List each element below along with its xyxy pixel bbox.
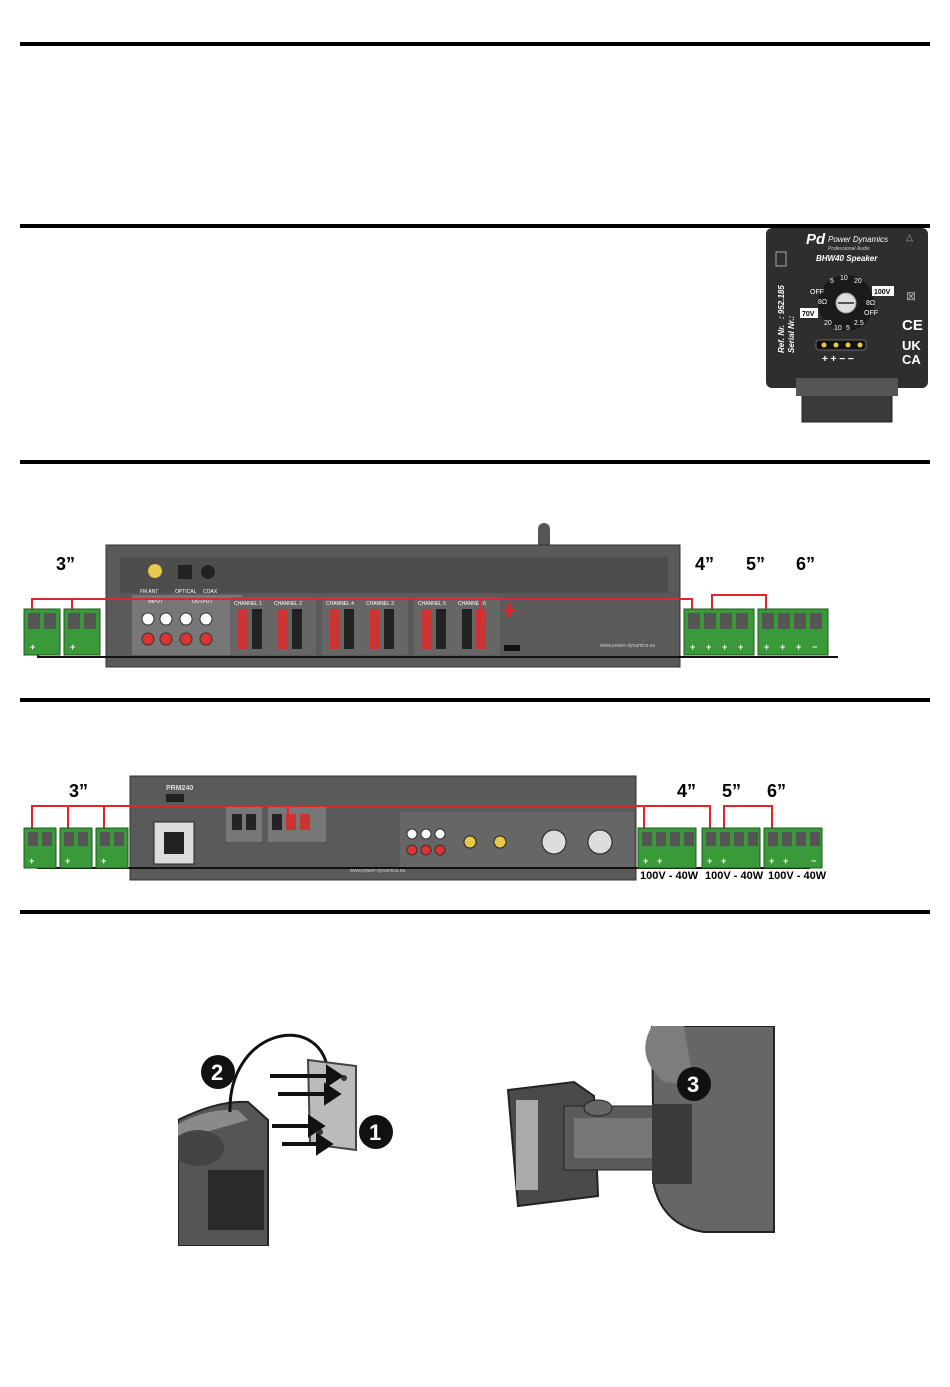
brand-tagline: Professional Audio [828, 246, 870, 252]
section-divider-1 [20, 42, 930, 46]
dial-label-70v: 70V [802, 311, 815, 318]
terminal-block-3 [23, 608, 101, 656]
terminal-sign: + [783, 856, 788, 866]
section-divider-3 [20, 460, 930, 464]
dial-label: 20 [854, 278, 862, 285]
terminal-sign: + [65, 856, 70, 866]
polarity-label: + + − − [822, 354, 854, 365]
spec-label-4: 100V - 40W [640, 870, 699, 882]
terminal-block-6 [757, 608, 829, 656]
fm-ant-connector-icon [148, 564, 162, 578]
amp-label: INPUT [148, 599, 163, 605]
terminal-sign: + [769, 856, 774, 866]
step-badge-1 [359, 1115, 393, 1149]
size-label-3: 3” [56, 554, 76, 574]
terminal-blocks-left [23, 827, 129, 869]
terminal-sign: + [30, 642, 35, 652]
spec-label-5: 100V - 40W [705, 870, 764, 882]
amp-label: FM ANT [140, 589, 158, 595]
terminal-sign: + [796, 642, 801, 652]
serial-label: Serial Nr.: [787, 315, 796, 353]
step-number: 1 [369, 1120, 381, 1145]
ukca-mark-ca: CA [902, 352, 921, 367]
section-divider-4 [20, 698, 930, 702]
spec-label-6: 100V - 40W [768, 870, 827, 882]
amp-website: www.power-dynamics.eu [350, 868, 406, 874]
terminal-sign: + [738, 642, 743, 652]
amp-label: CHANNEL 6 [458, 601, 486, 607]
dial-label: 5 [830, 278, 834, 285]
step-badge-2 [201, 1055, 235, 1089]
coax-connector-icon [201, 565, 215, 579]
dial-label: OFF [864, 310, 878, 317]
dial-label: 8Ω [818, 299, 827, 306]
terminal-sign: + [657, 856, 662, 866]
size-label-4: 4” [677, 781, 697, 801]
terminal-sign: + [721, 856, 726, 866]
size-label-6: 6” [767, 781, 787, 801]
terminal-sign: + [643, 856, 648, 866]
terminal-sign: + [29, 856, 34, 866]
weee-bin-icon: ⊠ [906, 289, 916, 303]
ref-label: Ref. Nr. [777, 325, 786, 353]
size-label-5: 5” [722, 781, 742, 801]
terminal-sign: + [706, 642, 711, 652]
dial-label: 10 [840, 275, 848, 282]
terminal-sign: + [722, 642, 727, 652]
terminal-sign: − [812, 642, 817, 652]
terminal-sign: − [811, 856, 816, 866]
dial-label: 2.5 [854, 320, 864, 327]
plus-sign-icon: + [502, 595, 517, 625]
size-label-5: 5” [746, 554, 766, 574]
terminal-block-4-5 [683, 608, 755, 656]
ref-value: : 952.185 [777, 285, 786, 319]
terminal-sign: + [707, 856, 712, 866]
terminal-sign: + [780, 642, 785, 652]
amp-label: CHANNEL 4 [326, 601, 354, 607]
amp-model-label: PRM240 [166, 785, 193, 792]
size-label-6: 6” [796, 554, 816, 574]
manual-icon [775, 251, 787, 267]
ukca-mark-uk: UK [902, 338, 921, 353]
amp-label: CHANNEL 2 [274, 601, 302, 607]
speaker-label-panel: Pd Power Dynamics Professional Audio BHW… [766, 228, 928, 423]
wiring-diagram-2: PRM240 www.power-dynamics.eu + [23, 775, 823, 881]
amp-label: OUTPUT [192, 599, 213, 605]
amp-label: OPTICAL [175, 589, 197, 595]
amp-label: COAX [203, 589, 218, 595]
mounting-illustration-speaker: 3 [506, 1026, 775, 1233]
size-label-3: 3” [69, 781, 89, 801]
triangle-mark-icon: △ [906, 232, 913, 242]
dial-label: 10 [834, 325, 842, 332]
dial-label: 20 [824, 320, 832, 327]
terminal-sign: + [101, 856, 106, 866]
amp-label: CHANNEL 1 [234, 601, 262, 607]
step-badge-3 [677, 1067, 711, 1101]
amp-website: www.power-dynamics.eu [600, 643, 656, 649]
section-divider-2 [20, 224, 930, 228]
brand-logo-icon: Pd [806, 231, 826, 248]
mounting-illustration-bracket: 2 1 [178, 1033, 393, 1246]
brand-name: Power Dynamics [828, 235, 888, 244]
amp-label: CHANNEL 3 [366, 601, 394, 607]
step-number: 2 [211, 1060, 223, 1085]
terminal-sign: + [764, 642, 769, 652]
section-divider-5 [20, 910, 930, 914]
dial-label: OFF [810, 289, 824, 296]
wiring-diagram-1: FM ANT OPTICAL COAX INPUT OUTPUT CHANNEL… [23, 523, 838, 668]
terminal-sign: + [70, 642, 75, 652]
terminal-sign: + [690, 642, 695, 652]
terminal-blocks-right [637, 827, 823, 869]
amp-label: CHANNEL 5 [418, 601, 446, 607]
dial-label: 5 [846, 325, 850, 332]
optical-connector-icon [178, 565, 192, 579]
model-name: BHW40 Speaker [816, 254, 878, 263]
size-label-4: 4” [695, 554, 715, 574]
dial-label-100v: 100V [874, 289, 891, 296]
dial-label: 8Ω [866, 300, 875, 307]
step-number: 3 [687, 1072, 699, 1097]
ce-mark: CE [902, 317, 923, 334]
cable-icon [228, 1033, 330, 1113]
